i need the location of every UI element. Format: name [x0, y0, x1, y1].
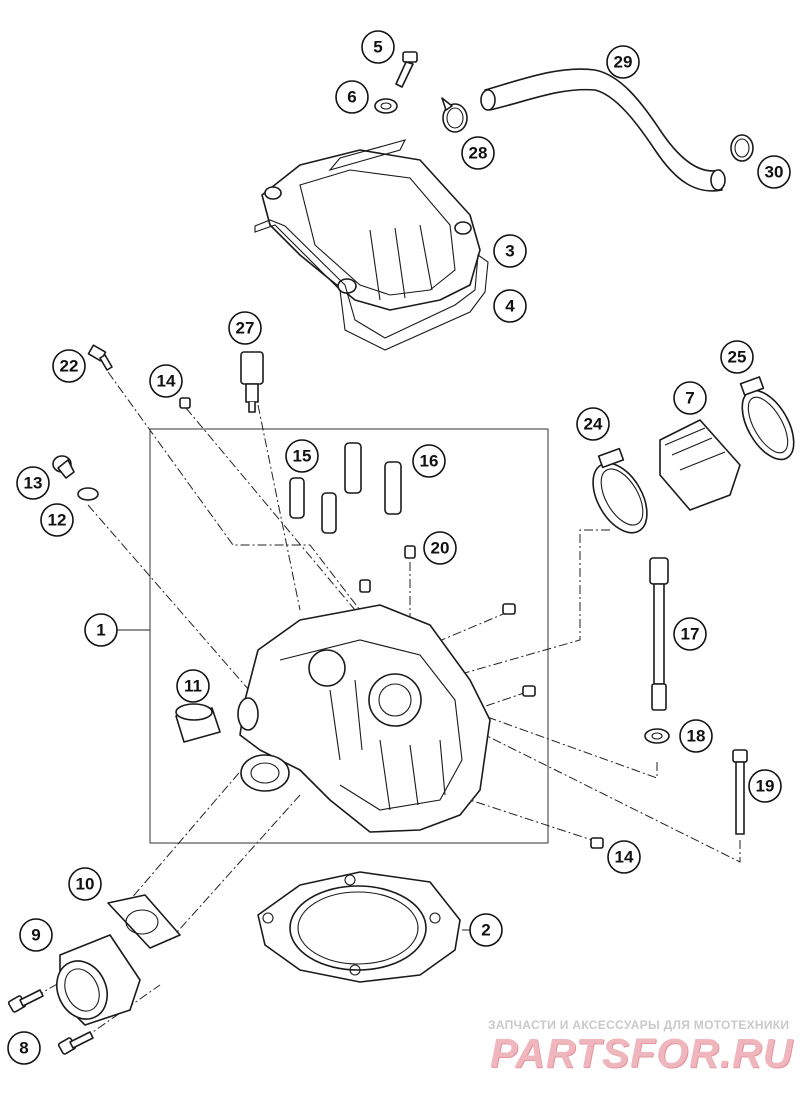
- part-12-seal-ring: [77, 487, 99, 501]
- callout-1: 1: [84, 613, 118, 647]
- part-10-intake-gasket: [107, 894, 181, 949]
- part-1-cylinder-head: [237, 604, 491, 833]
- svg-text:7: 7: [685, 389, 694, 408]
- svg-text:29: 29: [614, 53, 633, 72]
- callout-2: 2: [469, 913, 503, 947]
- callout-9: 9: [19, 918, 53, 952]
- part-17-stud-bolt: [649, 557, 669, 711]
- part-22-plug-screw: [87, 344, 113, 371]
- callout-28: 28: [461, 136, 495, 170]
- svg-text:19: 19: [756, 777, 775, 796]
- svg-text:17: 17: [681, 625, 700, 644]
- svg-text:18: 18: [687, 727, 706, 746]
- callout-leaders: [117, 629, 470, 931]
- svg-text:14: 14: [615, 848, 634, 867]
- callout-19: 19: [748, 769, 782, 803]
- callout-18: 18: [679, 719, 713, 753]
- part-7-intake-flange: [659, 419, 741, 511]
- callout-10: 10: [68, 867, 102, 901]
- part-16-valve-guide: [344, 442, 402, 515]
- svg-text:20: 20: [431, 539, 450, 558]
- svg-text:22: 22: [60, 357, 79, 376]
- part-8-bolts: [7, 989, 94, 1055]
- callout-22: 22: [52, 349, 86, 383]
- svg-text:25: 25: [728, 348, 747, 367]
- svg-text:8: 8: [19, 1039, 28, 1058]
- part-11-bushing: [175, 703, 221, 743]
- part-18-washer: [644, 728, 670, 744]
- watermark-tagline: ЗАПЧАСТИ И АКСЕССУАРЫ ДЛЯ МОТОТЕХНИКИ: [488, 1018, 790, 1032]
- part-3-valve-cover: [261, 139, 481, 311]
- part-20-screw: [404, 545, 416, 559]
- svg-text:11: 11: [184, 677, 202, 696]
- part-24-hose-clamp: [592, 447, 648, 534]
- svg-text:1: 1: [96, 621, 105, 640]
- callout-27: 27: [228, 311, 262, 345]
- svg-text:12: 12: [48, 511, 67, 530]
- callout-13: 13: [16, 466, 50, 500]
- svg-text:5: 5: [373, 38, 382, 57]
- part-19-bolt: [732, 749, 748, 835]
- part-5-bolt: [395, 51, 418, 88]
- callout-25: 25: [720, 340, 754, 374]
- callout-17: 17: [673, 617, 707, 651]
- svg-text:3: 3: [505, 242, 514, 261]
- svg-text:28: 28: [469, 144, 488, 163]
- callout-6: 6: [335, 80, 369, 114]
- callout-16: 16: [412, 444, 446, 478]
- part-9-intake-manifold: [56, 934, 141, 1026]
- svg-text:6: 6: [347, 88, 356, 107]
- part-30-hose-clamp: [730, 134, 754, 162]
- svg-text:24: 24: [584, 415, 603, 434]
- svg-text:27: 27: [236, 319, 255, 338]
- callout-5: 5: [361, 30, 395, 64]
- callout-24: 24: [576, 407, 610, 441]
- callout-15: 15: [285, 439, 319, 473]
- svg-text:4: 4: [505, 297, 515, 316]
- svg-text:30: 30: [765, 163, 784, 182]
- callout-29: 29: [606, 45, 640, 79]
- part-2-head-gasket: [257, 871, 461, 983]
- callout-8: 8: [7, 1031, 41, 1065]
- svg-text:14: 14: [157, 372, 176, 391]
- svg-text:13: 13: [24, 474, 43, 493]
- callout-14a: 14: [149, 364, 183, 398]
- callout-12: 12: [40, 503, 74, 537]
- part-29-breather-hose: [480, 68, 726, 192]
- svg-text:15: 15: [293, 447, 312, 466]
- part-25-hose-clamp: [739, 376, 795, 461]
- part-28-hose-clamp: [441, 97, 468, 133]
- callout-14b: 14: [607, 840, 641, 874]
- callout-7: 7: [673, 381, 707, 415]
- callout-30: 30: [757, 155, 791, 189]
- callout-3: 3: [493, 234, 527, 268]
- part-14-small-screw-b: [590, 837, 604, 849]
- svg-text:2: 2: [481, 921, 490, 940]
- svg-text:16: 16: [420, 452, 439, 471]
- part-27-temperature-sensor: [240, 351, 264, 413]
- callout-4: 4: [493, 289, 527, 323]
- watermark-logo: PARTSFOR.RU: [490, 1030, 794, 1076]
- part-6-washer: [374, 98, 398, 114]
- part-15-valve-guide: [289, 477, 337, 534]
- callout-20: 20: [423, 531, 457, 565]
- part-14-small-screw-a: [179, 397, 191, 409]
- part-13-screw-plug: [52, 455, 75, 479]
- callout-11: 11: [176, 669, 210, 703]
- svg-text:10: 10: [76, 875, 95, 894]
- part-4-cover-gasket: [254, 219, 489, 351]
- svg-text:9: 9: [31, 926, 40, 945]
- assembly-frame: [149, 428, 549, 844]
